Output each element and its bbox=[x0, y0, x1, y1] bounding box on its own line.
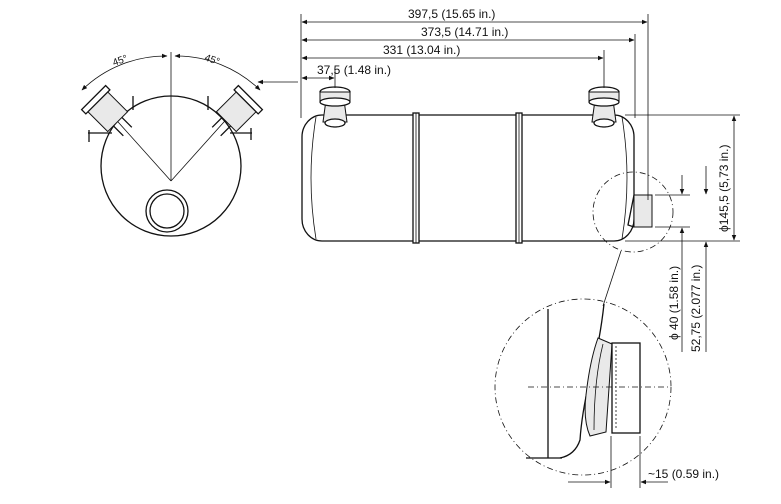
side-view-fitting-left bbox=[319, 86, 351, 128]
right-dimensions: ϕ145,5 (5,73 in.) ϕ 40 (1.58 in.) 52,75 … bbox=[625, 114, 740, 352]
side-view-fitting-right bbox=[588, 86, 620, 128]
detail-outlet-pipe bbox=[611, 342, 641, 434]
tank-right-cap-line bbox=[621, 116, 628, 240]
detail-weld-inner bbox=[593, 343, 604, 431]
detail-view-circle bbox=[494, 298, 672, 476]
end-view-fitting-right bbox=[211, 84, 264, 137]
end-view: 45° 45° bbox=[80, 52, 298, 237]
dim-outlet-diameter: ϕ 40 (1.58 in.) bbox=[667, 266, 681, 340]
end-view-outlet-ring-outer bbox=[145, 189, 189, 233]
dim-outlet-height: 52,75 (2.077 in.) bbox=[689, 265, 703, 352]
detail-view: ~15 (0.59 in.) bbox=[494, 250, 719, 488]
side-view-outlet-weld bbox=[627, 194, 635, 228]
angle-label-left: 45° bbox=[111, 53, 129, 69]
angle-arc-left bbox=[81, 53, 168, 91]
dim-pipe-spacing: 331 (13.04 in.) bbox=[383, 43, 460, 57]
top-dimensions: 397,5 (15.65 in.) 373,5 (14.71 in.) 331 … bbox=[300, 7, 649, 200]
tank-body bbox=[301, 114, 635, 242]
side-view-outlet bbox=[633, 194, 653, 228]
dim-outlet-protrusion: ~15 (0.59 in.) bbox=[648, 467, 719, 481]
dim-body-diameter: ϕ145,5 (5,73 in.) bbox=[717, 145, 731, 232]
end-view-outlet-ring-inner bbox=[149, 193, 185, 229]
detail-leader-line bbox=[602, 250, 622, 307]
end-view-angle-left bbox=[109, 112, 172, 182]
tank-left-cap-line bbox=[310, 116, 317, 240]
end-view-angle-right bbox=[170, 112, 233, 182]
dim-total-length: 397,5 (15.65 in.) bbox=[408, 7, 495, 21]
detail-callout-circle bbox=[592, 171, 674, 253]
angle-arc-right bbox=[174, 53, 261, 91]
detail-wall-curve bbox=[559, 303, 605, 459]
side-view bbox=[301, 86, 674, 253]
dim-length-2: 373,5 (14.71 in.) bbox=[421, 25, 508, 39]
dim-pipe-offset: 37,5 (1.48 in.) bbox=[317, 63, 391, 77]
angle-label-right: 45° bbox=[203, 52, 221, 68]
end-view-fitting-left bbox=[80, 84, 133, 137]
